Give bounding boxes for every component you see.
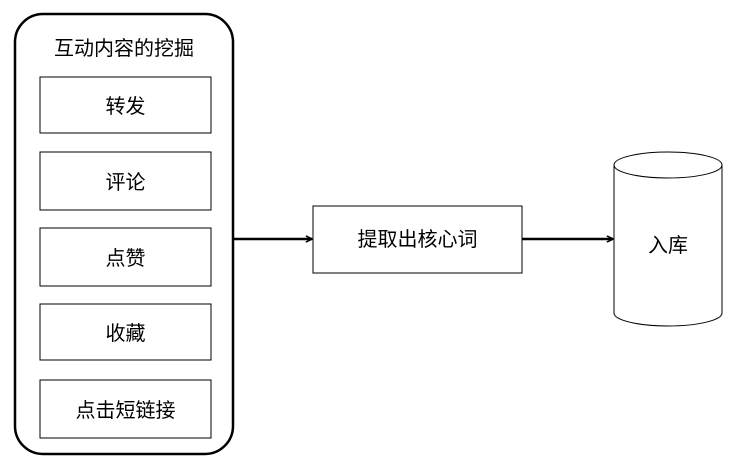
extract-keywords-box: 提取出核心词	[312, 205, 523, 274]
item-repost: 转发	[39, 76, 212, 134]
database-cylinder: 入库	[613, 151, 723, 327]
item-like: 点赞	[39, 227, 212, 287]
item-short-link-click: 点击短链接	[39, 379, 212, 439]
item-repost-label: 转发	[106, 94, 146, 118]
item-favorite-label: 收藏	[106, 321, 146, 345]
item-like-label: 点赞	[106, 246, 146, 270]
item-comment: 评论	[39, 151, 212, 211]
extract-keywords-label: 提取出核心词	[358, 227, 478, 251]
item-comment-label: 评论	[106, 170, 146, 194]
item-favorite: 收藏	[39, 303, 212, 361]
item-short-link-click-label: 点击短链接	[76, 398, 176, 422]
storage-label: 入库	[648, 233, 688, 257]
group-title: 互动内容的挖掘	[54, 36, 194, 60]
